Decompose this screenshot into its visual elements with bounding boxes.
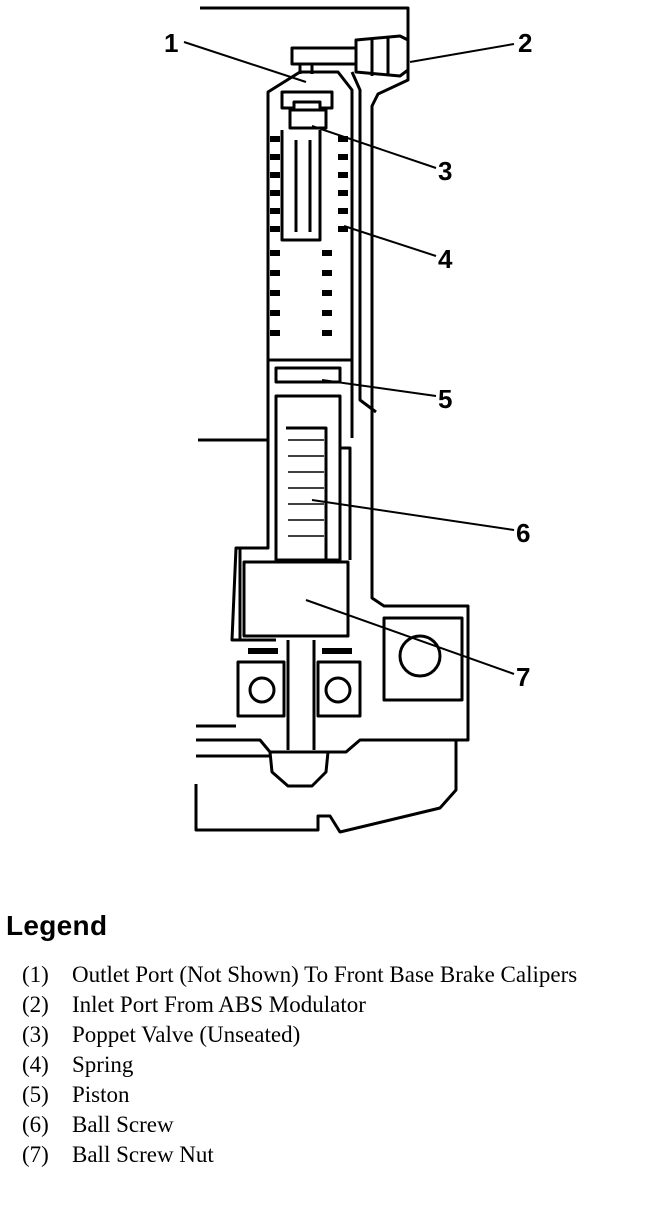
callout-labels: 1 2 3 4 5 6 7 <box>164 28 532 692</box>
legend-item-text: Piston <box>72 1082 130 1107</box>
callout-5: 5 <box>438 384 452 414</box>
legend-item: (4) Spring <box>22 1050 662 1080</box>
ball-screw-threads <box>288 439 324 537</box>
callout-4: 4 <box>438 244 453 274</box>
legend-item-number: (5) <box>22 1082 49 1107</box>
housing-outline <box>194 6 470 834</box>
legend-item-text: Ball Screw Nut <box>72 1142 214 1167</box>
leader-lines <box>183 41 515 675</box>
legend-item-text: Ball Screw <box>72 1112 174 1137</box>
legend-item-number: (1) <box>22 962 49 987</box>
legend-item: (6) Ball Screw <box>22 1110 662 1140</box>
legend-item: (7) Ball Screw Nut <box>22 1140 662 1170</box>
callout-3: 3 <box>438 156 452 186</box>
legend-item-text: Spring <box>72 1052 134 1077</box>
callout-1: 1 <box>164 28 178 58</box>
callout-2: 2 <box>518 28 532 58</box>
legend-item-number: (2) <box>22 992 49 1017</box>
legend-item: (1) Outlet Port (Not Shown) To Front Base… <box>22 960 662 990</box>
legend-item: (5) Piston <box>22 1080 662 1110</box>
legend-item-text: Poppet Valve (Unseated) <box>72 1022 301 1047</box>
abs-valve-cross-section-diagram: 1 2 3 4 5 6 7 <box>164 6 532 834</box>
callout-7: 7 <box>516 662 530 692</box>
legend-item-text: Inlet Port From ABS Modulator <box>72 992 366 1017</box>
legend-item: (3) Poppet Valve (Unseated) <box>22 1020 662 1050</box>
legend-item-number: (6) <box>22 1112 49 1137</box>
callout-6: 6 <box>516 518 530 548</box>
legend-item: (2) Inlet Port From ABS Modulator <box>22 990 662 1020</box>
legend-title: Legend <box>6 910 108 941</box>
legend-item-number: (4) <box>22 1052 49 1077</box>
legend-item-number: (7) <box>22 1142 49 1167</box>
legend-item-number: (3) <box>22 1022 49 1047</box>
legend-item-text: Outlet Port (Not Shown) To Front Base Br… <box>72 962 578 987</box>
legend-list: (1) Outlet Port (Not Shown) To Front Base… <box>22 960 662 1170</box>
spring-coils <box>248 136 352 654</box>
